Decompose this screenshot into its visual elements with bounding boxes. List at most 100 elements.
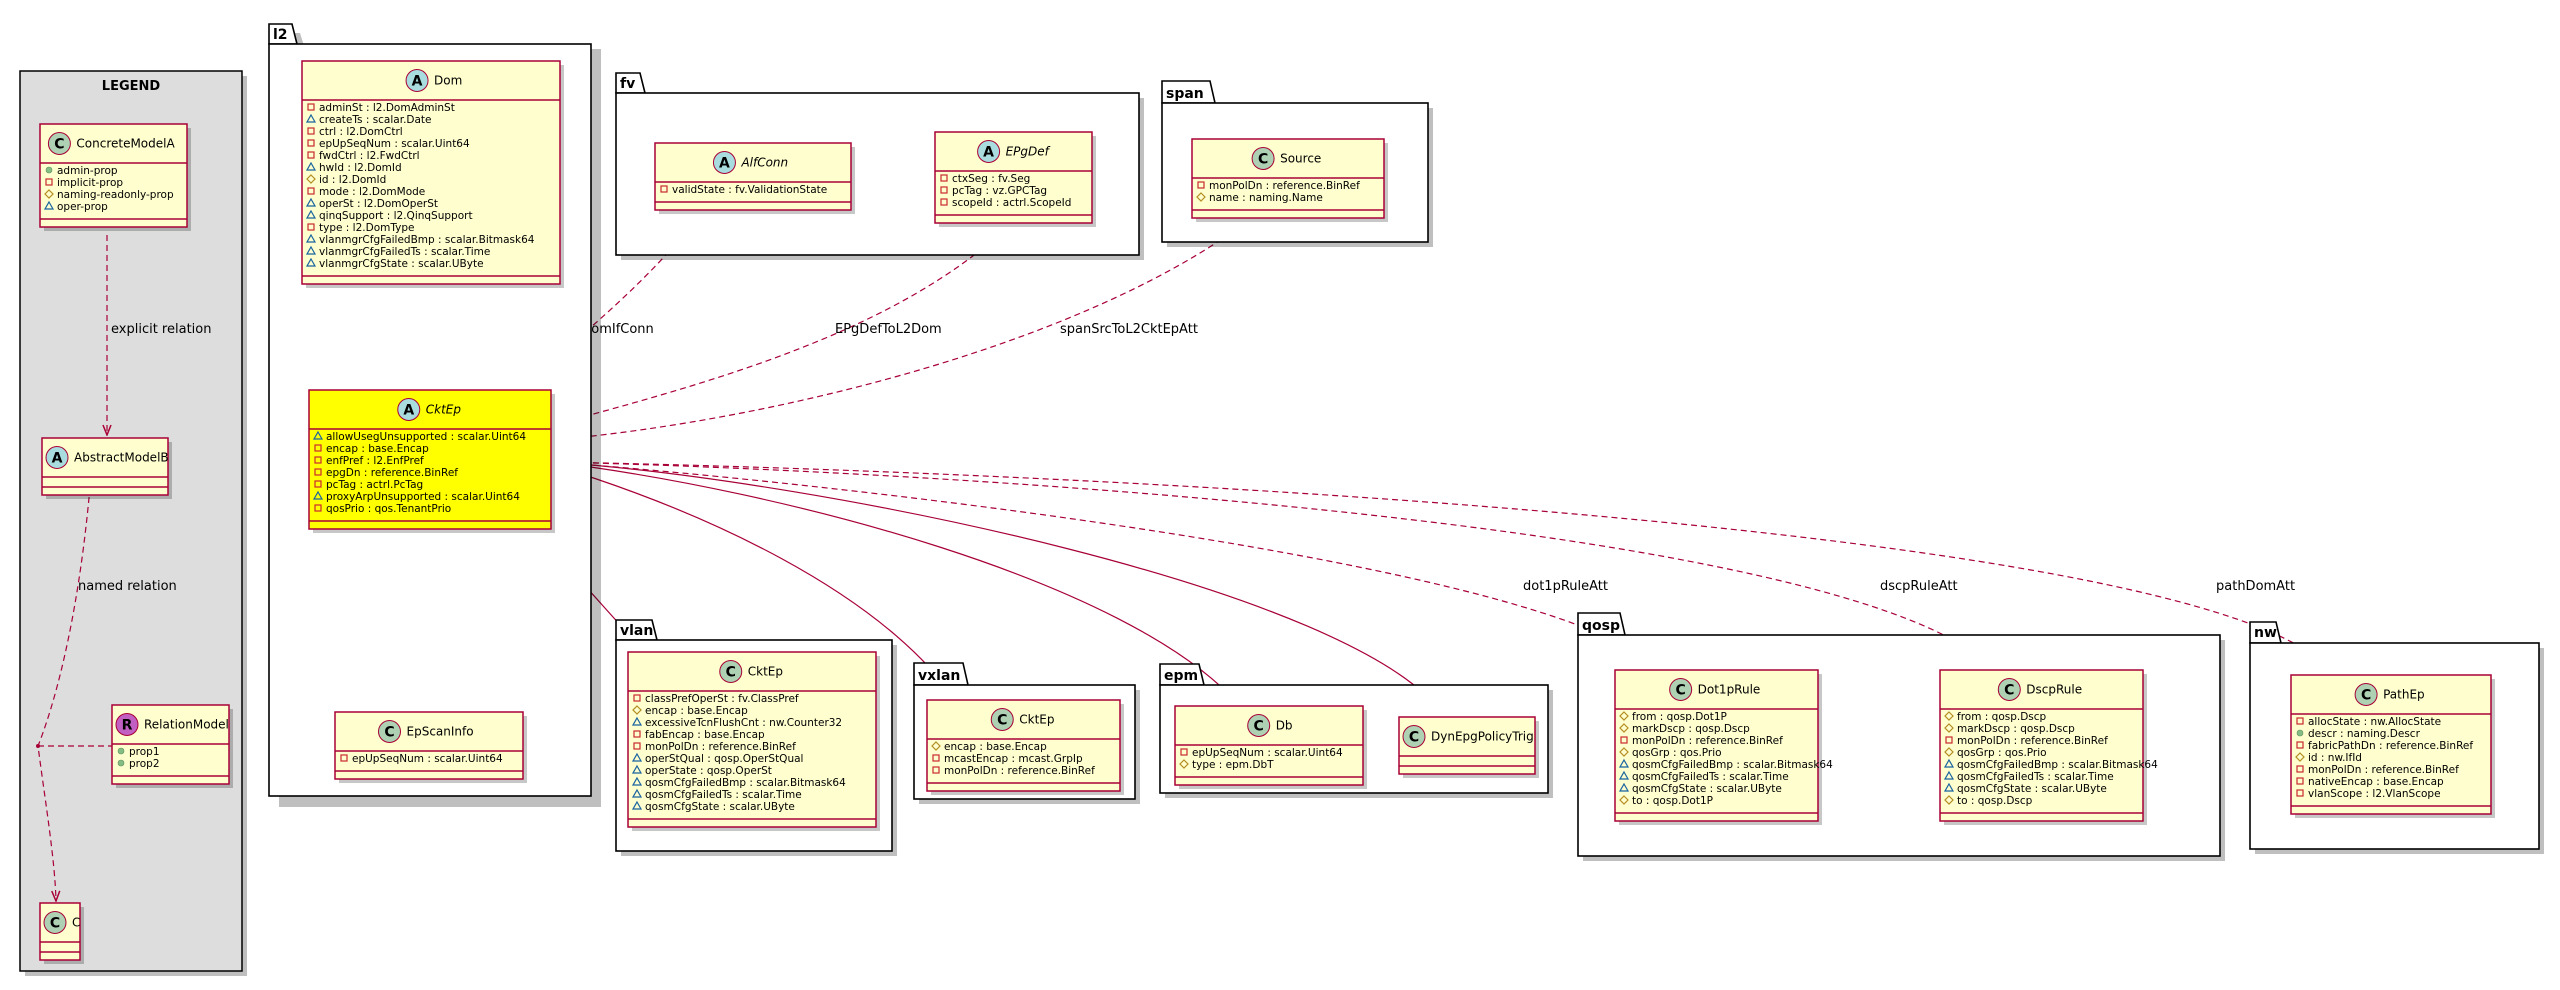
class-attribute: naming-readonly-prop: [44, 189, 174, 201]
class-attribute: excessiveTcnFlushCnt : nw.Counter32: [631, 716, 842, 729]
class-name: Dot1pRule: [1698, 683, 1761, 697]
class-attribute: qosGrp : qos.Prio: [1944, 747, 2047, 759]
class-attribute: qosmCfgFailedTs : scalar.Time: [1618, 770, 1789, 783]
svg-text:markDscp : qosp.Dscp: markDscp : qosp.Dscp: [1632, 723, 1750, 735]
svg-text:scopeId : actrl.ScopeId: scopeId : actrl.ScopeId: [952, 197, 1071, 209]
class-attribute: vlanScope : l2.VlanScope: [2296, 788, 2441, 800]
class-attribute: qosmCfgFailedTs : scalar.Time: [631, 788, 802, 801]
class-attribute: qosmCfgState : scalar.UByte: [631, 800, 795, 813]
class-attribute: qosmCfgFailedTs : scalar.Time: [1943, 770, 2114, 783]
class-name: AlfConn: [740, 156, 788, 170]
class-attribute: monPolDn : reference.BinRef: [633, 741, 796, 753]
package-vxlan-name: vxlan: [918, 668, 960, 684]
class-attribute: markDscp : qosp.Dscp: [1619, 723, 1750, 735]
relation-labels: explicit relation named relation domIfCo…: [78, 214, 2325, 667]
class-name: CktEp: [426, 403, 462, 417]
svg-text:monPolDn : reference.BinRef: monPolDn : reference.BinRef: [1957, 735, 2108, 747]
class-stereotype-icon: C: [1997, 678, 2021, 701]
class-attribute: name : naming.Name: [1196, 192, 1323, 204]
class-attribute: hwId : l2.DomId: [305, 161, 402, 174]
class-attribute: encap : base.Encap: [632, 705, 748, 717]
legend-named-label: named relation: [78, 579, 177, 594]
class-attribute: nativeEncap : base.Encap: [2296, 776, 2444, 788]
svg-text:encap : base.Encap: encap : base.Encap: [944, 741, 1047, 753]
svg-text:monPolDn : reference.BinRef: monPolDn : reference.BinRef: [1209, 180, 1360, 192]
class-stereotype-icon: C: [1251, 147, 1275, 170]
class-stereotype-icon: C: [378, 720, 401, 743]
svg-text:adminSt : l2.DomAdminSt: adminSt : l2.DomAdminSt: [319, 102, 455, 114]
class-name: DscpRule: [2026, 683, 2082, 697]
svg-text:fabricPathDn : reference.BinRe: fabricPathDn : reference.BinRef: [2308, 740, 2473, 752]
class-stereotype-icon: C: [47, 132, 71, 155]
class-attribute: proxyArpUnsupported : scalar.Uint64: [312, 490, 520, 503]
svg-text:id : nw.IfId: id : nw.IfId: [2308, 752, 2362, 764]
svg-text:A: A: [412, 74, 423, 90]
class-attribute: classPrefOperSt : fv.ClassPref: [633, 693, 799, 705]
svg-text:prop2: prop2: [129, 758, 160, 770]
svg-text:descr : naming.Descr: descr : naming.Descr: [2308, 728, 2421, 740]
class-stereotype-icon: A: [977, 140, 1001, 163]
svg-text:oper-prop: oper-prop: [57, 201, 108, 213]
svg-text:qosmCfgFailedBmp : scalar.Bitm: qosmCfgFailedBmp : scalar.Bitmask64: [1632, 759, 1833, 771]
relation-epgdef-line: [553, 221, 1014, 425]
svg-text:A: A: [719, 156, 730, 172]
class-attribute: epUpSeqNum : scalar.Uint64: [307, 138, 470, 150]
class-attribute: monPolDn : reference.BinRef: [1197, 180, 1360, 192]
class-attribute: encap : base.Encap: [314, 443, 429, 455]
class-attribute: qosmCfgFailedBmp : scalar.Bitmask64: [1618, 758, 1833, 771]
svg-text:C: C: [1676, 683, 1686, 699]
svg-text:to : qosp.Dscp: to : qosp.Dscp: [1957, 795, 2033, 807]
class-attribute: monPolDn : reference.BinRef: [932, 765, 1095, 777]
class-attribute: adminSt : l2.DomAdminSt: [307, 102, 455, 114]
svg-text:qosmCfgFailedBmp : scalar.Bitm: qosmCfgFailedBmp : scalar.Bitmask64: [645, 777, 846, 789]
class-attribute: qosmCfgFailedBmp : scalar.Bitmask64: [1943, 758, 2158, 771]
class-attribute: operSt : l2.DomOperSt: [305, 197, 438, 210]
class-attribute: createTs : scalar.Date: [305, 113, 432, 126]
class-name: CktEp: [748, 665, 783, 679]
class-attribute: fabricPathDn : reference.BinRef: [2296, 740, 2473, 752]
svg-text:qosmCfgFailedTs : scalar.Time: qosmCfgFailedTs : scalar.Time: [645, 789, 802, 801]
epgdef-relation-label: EPgDefToL2Dom: [835, 322, 942, 337]
svg-text:C: C: [384, 725, 394, 741]
class-attribute: implicit-prop: [45, 177, 123, 189]
svg-text:allowUsegUnsupported : scalar.: allowUsegUnsupported : scalar.Uint64: [326, 431, 526, 443]
class-attribute: scopeId : actrl.ScopeId: [940, 197, 1071, 209]
class-stereotype-icon: C: [1402, 725, 1426, 748]
package-vlan-name: vlan: [620, 623, 653, 639]
svg-text:qosmCfgFailedTs : scalar.Time: qosmCfgFailedTs : scalar.Time: [1957, 771, 2114, 783]
class-attribute: monPolDn : reference.BinRef: [1945, 735, 2108, 747]
svg-text:enfPref : l2.EnfPref: enfPref : l2.EnfPref: [326, 455, 424, 467]
span-relation-label: spanSrcToL2CktEpAtt: [1060, 322, 1198, 337]
class-name: Dom: [434, 74, 462, 88]
svg-text:encap : base.Encap: encap : base.Encap: [326, 443, 429, 455]
package-l2-name: l2: [273, 27, 288, 43]
svg-text:vlanmgrCfgFailedBmp : scalar.B: vlanmgrCfgFailedBmp : scalar.Bitmask64: [319, 234, 535, 246]
class-name: RelationModel: [144, 718, 229, 732]
class-attribute: type : epm.DbT: [1179, 759, 1274, 771]
svg-text:monPolDn : reference.BinRef: monPolDn : reference.BinRef: [645, 741, 796, 753]
class-attribute: prop1: [117, 746, 160, 758]
svg-text:id : l2.DomId: id : l2.DomId: [319, 174, 386, 186]
svg-text:implicit-prop: implicit-prop: [57, 177, 123, 189]
package-qosp-name: qosp: [1582, 618, 1620, 634]
class-attribute: mcastEncap : mcast.GrpIp: [932, 753, 1083, 765]
svg-text:allocState : nw.AllocState: allocState : nw.AllocState: [2308, 716, 2441, 728]
svg-text:from : qosp.Dot1P: from : qosp.Dot1P: [1632, 711, 1727, 723]
class-attribute: id : nw.IfId: [2295, 752, 2362, 764]
svg-text:C: C: [2004, 683, 2014, 699]
svg-text:hwId : l2.DomId: hwId : l2.DomId: [319, 162, 402, 174]
svg-text:prop1: prop1: [129, 746, 160, 758]
class-name: CktEp: [1019, 713, 1054, 727]
